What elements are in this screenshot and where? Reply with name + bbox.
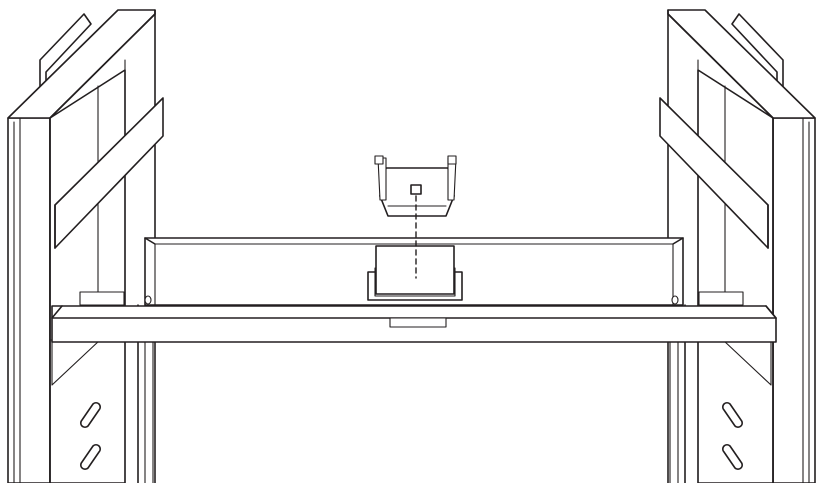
mounting-block-face	[375, 245, 455, 295]
left-slot-1	[79, 401, 102, 429]
mounting-block	[367, 245, 463, 301]
left-slot-2	[79, 443, 102, 471]
left-rack-post	[7, 9, 164, 483]
right-rack-post	[659, 9, 816, 483]
clip-left-tab	[374, 155, 384, 165]
crossbar	[51, 305, 777, 343]
right-slot-2	[721, 443, 744, 471]
right-slot-1	[721, 401, 744, 429]
clip-right-tab	[447, 155, 457, 165]
mounting-clip	[374, 155, 457, 217]
crossbar-notch	[389, 317, 447, 328]
clip-center-hole	[410, 184, 422, 195]
